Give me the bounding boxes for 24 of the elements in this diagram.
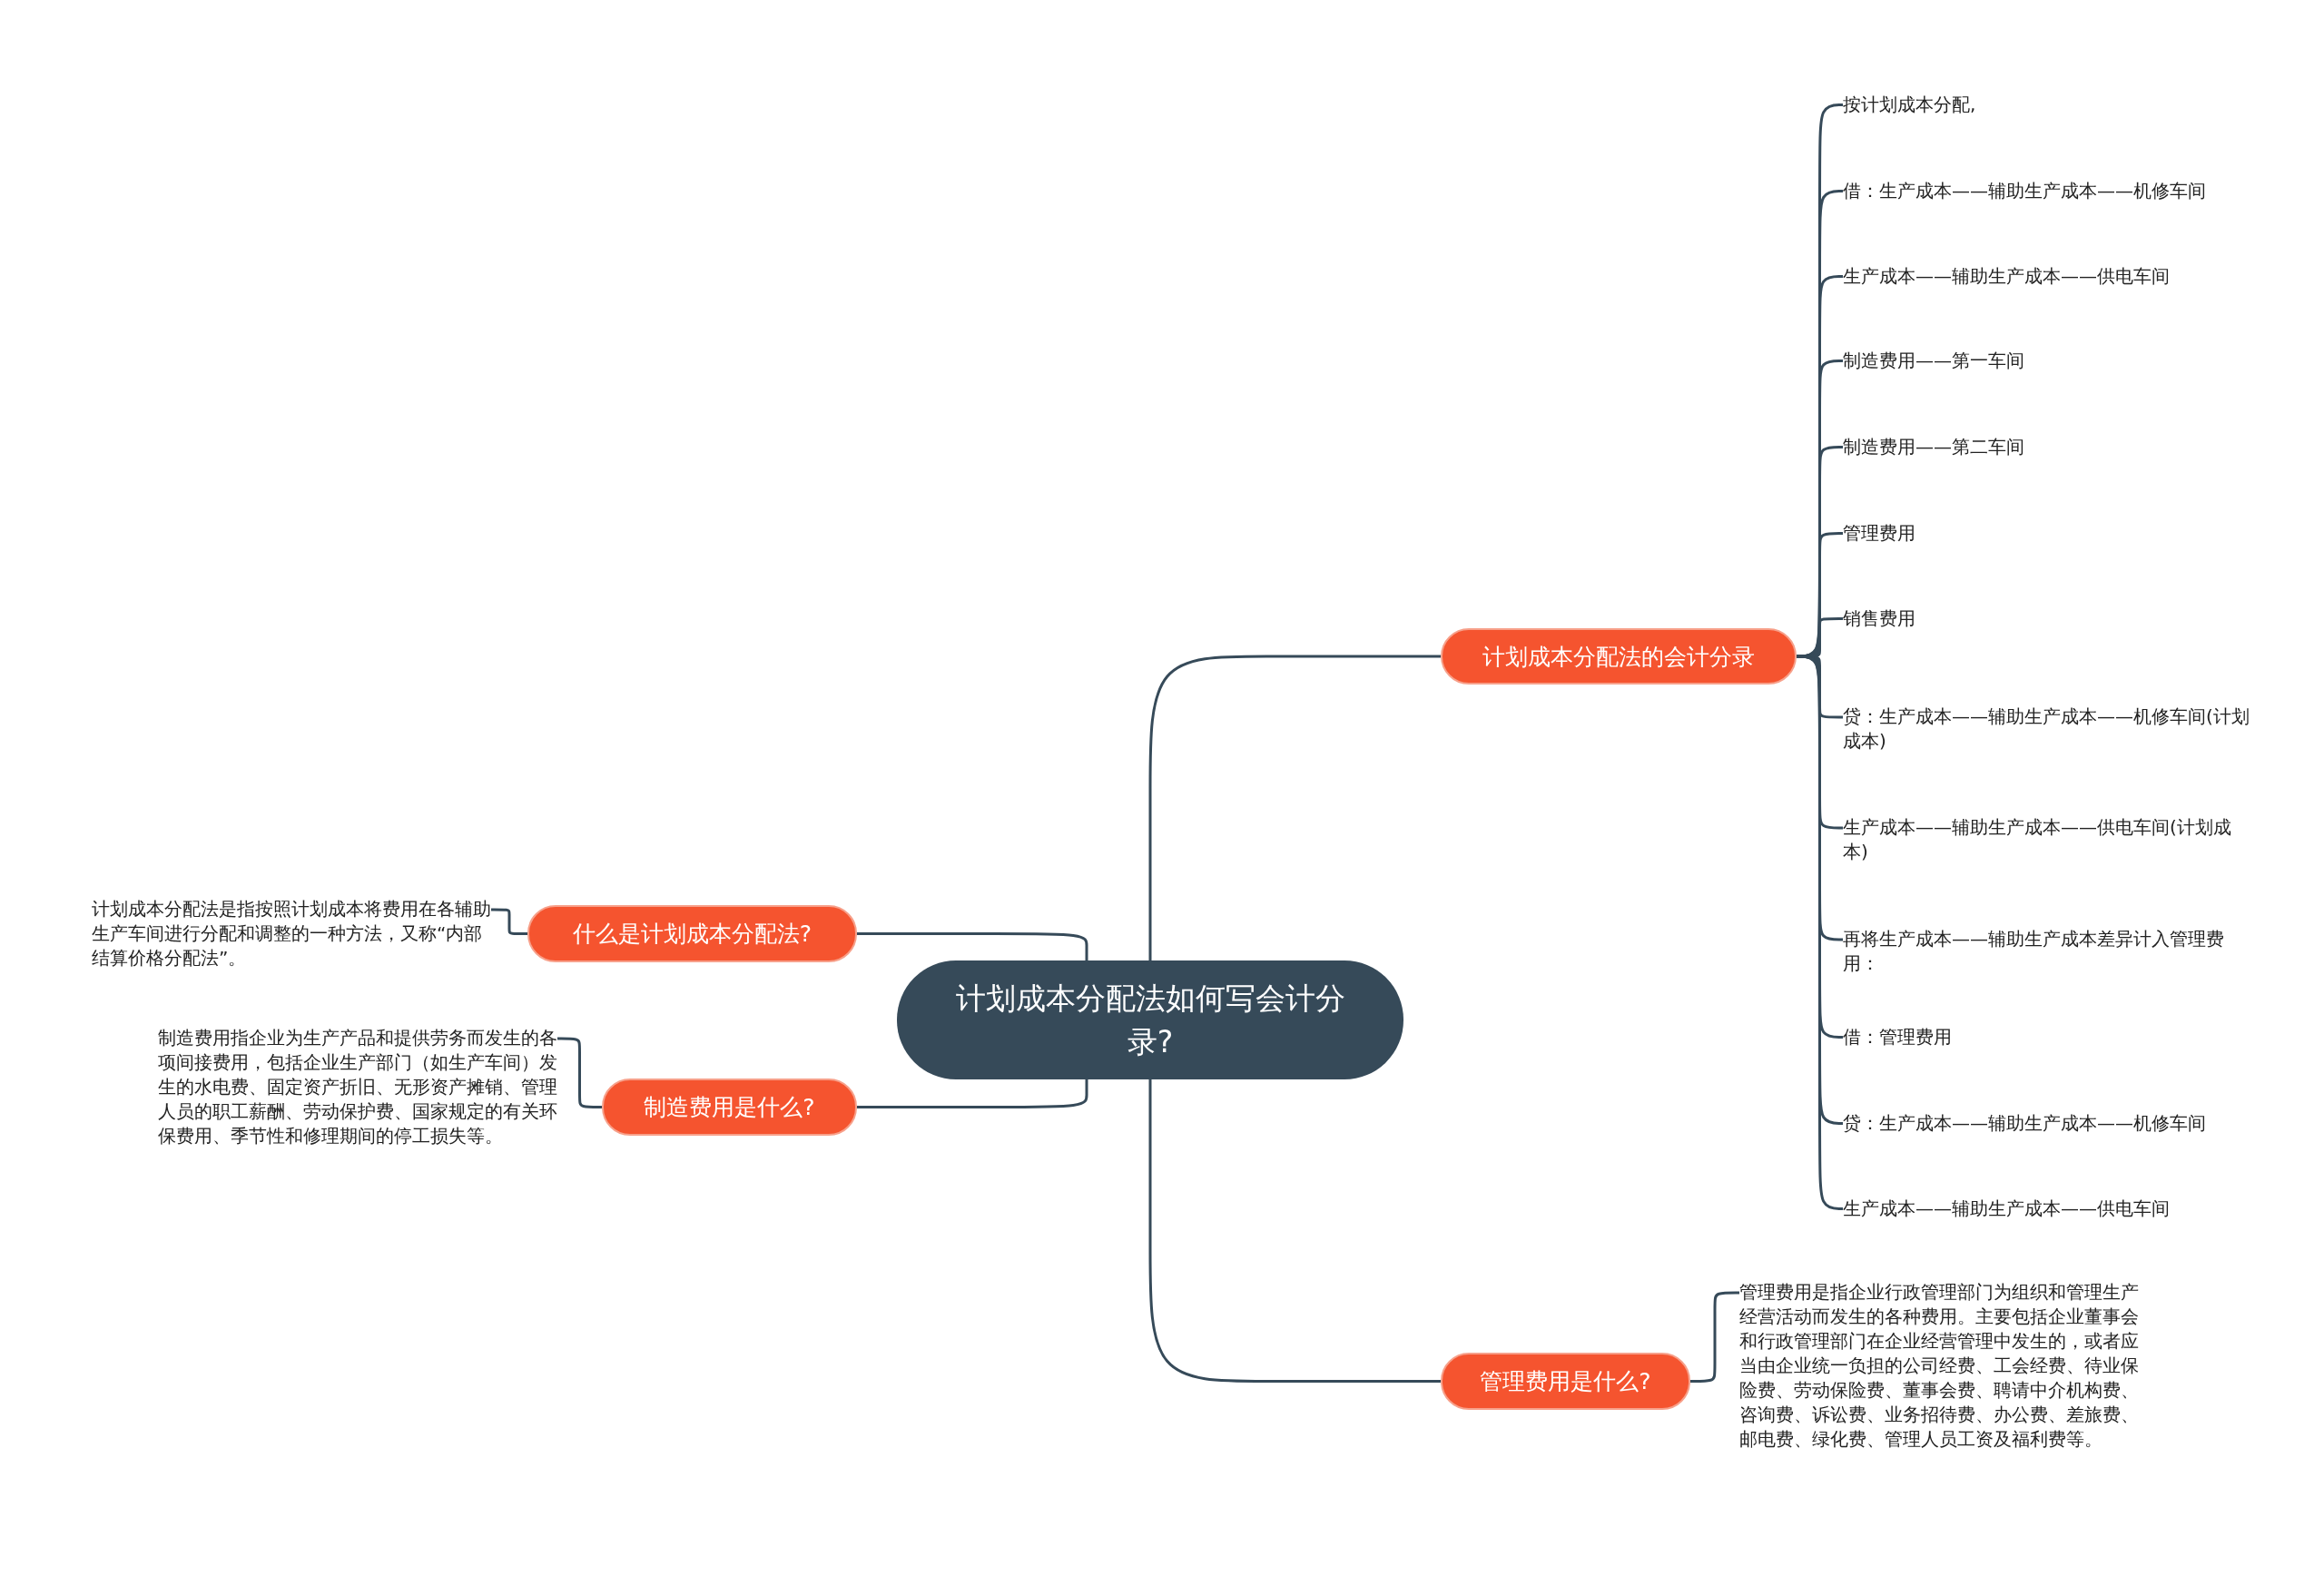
- topic-pill: 制造费用是什么?: [602, 1079, 857, 1136]
- connector-line: [491, 908, 527, 935]
- leaf-text: 贷：生产成本——辅助生产成本——机修车间: [1843, 1111, 2251, 1136]
- leaf-text: 制造费用指企业为生产产品和提供劳务而发生的各项间接费用，包括企业生产部门（如生产车间）发生的水电费、固定资产折旧、无形资产摊销、管理人员的职工薪酬、劳动保护费、国家规定的有关环保费用、季节性和修理期间的停工损失等。: [158, 1026, 557, 1148]
- leaf-text: 销售费用: [1843, 606, 2251, 631]
- leaf-text: 制造费用——第一车间: [1843, 349, 2251, 373]
- leaf-text: 再将生产成本——辅助生产成本差异计入管理费用：: [1843, 927, 2251, 976]
- leaf-text: 生产成本——辅助生产成本——供电车间: [1843, 264, 2251, 289]
- leaf-text: 计划成本分配法是指按照计划成本将费用在各辅助生产车间进行分配和调整的一种方法，又称“内部结算价格分配法”。: [92, 897, 491, 970]
- topic-pill: 什么是计划成本分配法?: [527, 905, 857, 962]
- leaf-text: 生产成本——辅助生产成本——供电车间: [1843, 1197, 2251, 1221]
- leaf-text: 借：管理费用: [1843, 1025, 2251, 1049]
- leaf-text: 生产成本——辅助生产成本——供电车间(计划成本): [1843, 815, 2251, 864]
- leaf-text: 制造费用——第二车间: [1843, 435, 2251, 459]
- topic-pill: 计划成本分配法的会计分录: [1441, 628, 1797, 685]
- leaf-text: 管理费用是指企业行政管理部门为组织和管理生产经营活动而发生的各种费用。主要包括企业董事会和行政管理部门在企业经营管理中发生的，或者应当由企业统一负担的公司经费、工会经费、待业保险费、劳动保险费、董事会费、聘请中介机构费、咨询费、诉讼费、业务招待费、办公费、差旅费、邮电费、绿化费、管理人员工资及福利费等。: [1739, 1280, 2139, 1452]
- connector-line: [1148, 1079, 1441, 1383]
- topic-pill: 管理费用是什么?: [1441, 1353, 1690, 1410]
- leaf-text: 借：生产成本——辅助生产成本——机修车间: [1843, 179, 2251, 203]
- leaf-text: 按计划成本分配,: [1843, 93, 2251, 117]
- leaf-text: 管理费用: [1843, 521, 2251, 546]
- connector-line: [1148, 655, 1441, 960]
- central-topic: 计划成本分配法如何写会计分录?: [897, 960, 1403, 1079]
- leaf-text: 贷：生产成本——辅助生产成本——机修车间(计划成本): [1843, 704, 2251, 754]
